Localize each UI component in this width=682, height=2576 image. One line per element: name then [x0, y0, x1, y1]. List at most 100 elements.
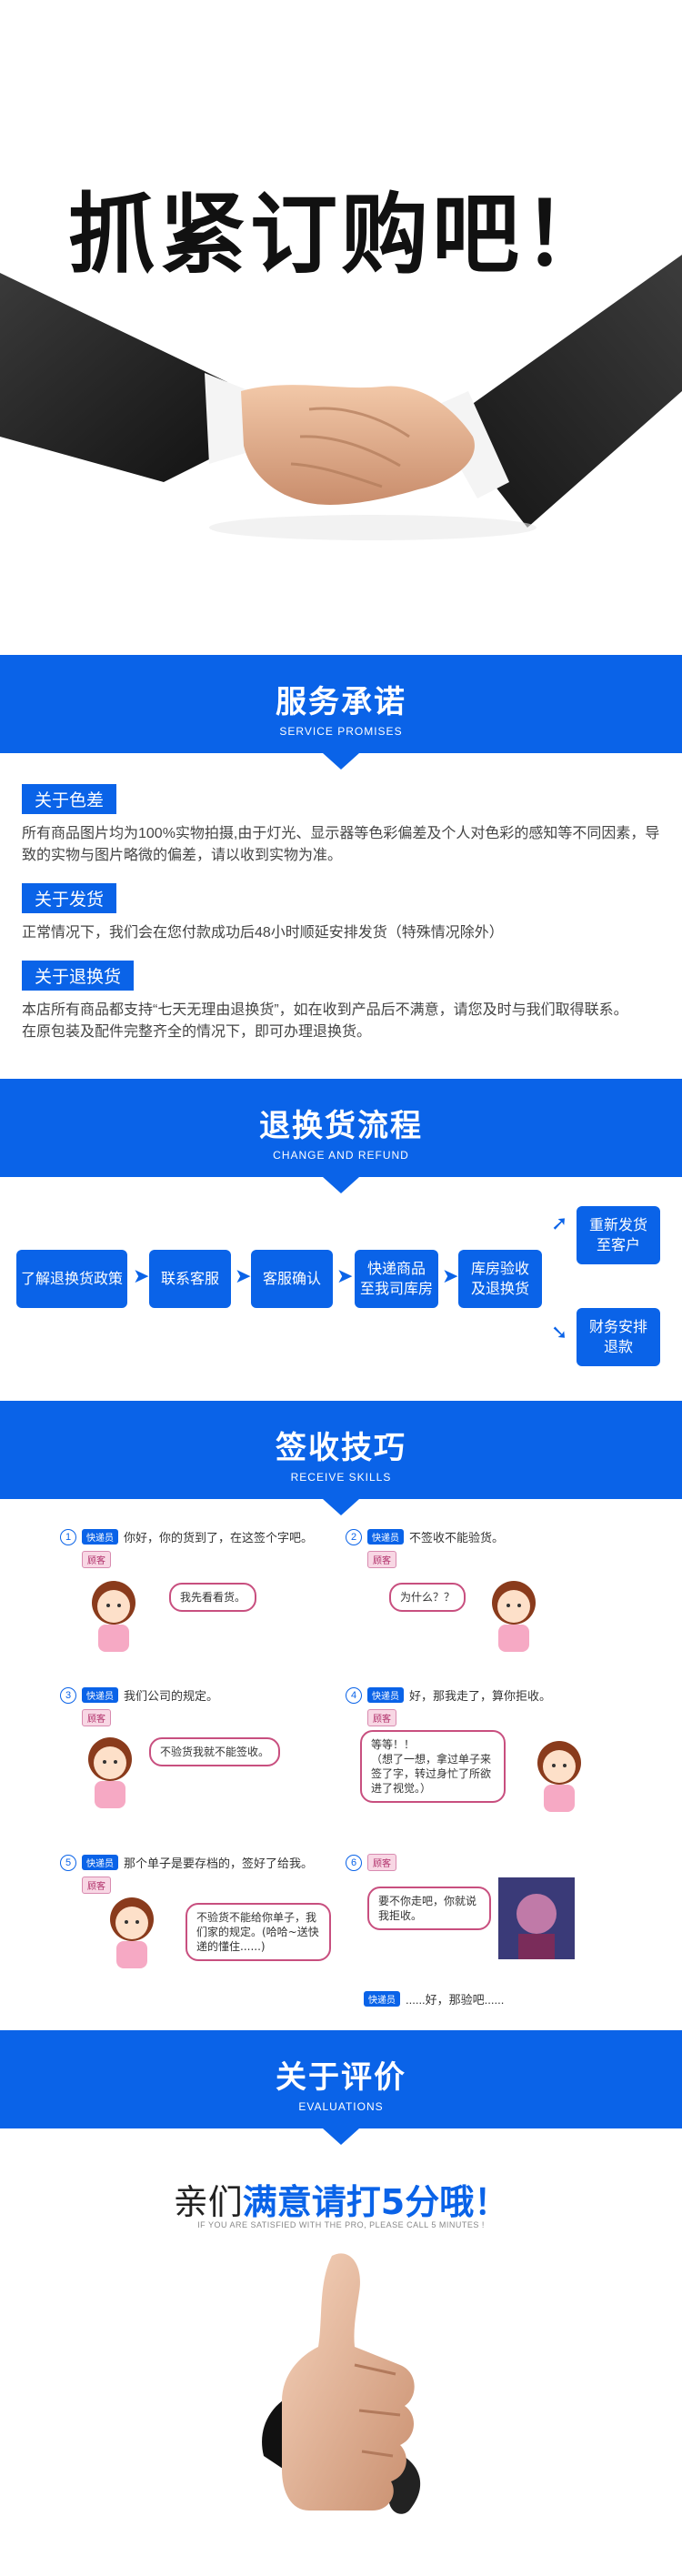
skill-line: 6 顾客	[346, 1854, 646, 1871]
girl-character-icon	[92, 1581, 135, 1652]
skill-line: 5 快递员 那个单子是要存档的，签好了给我。	[60, 1854, 360, 1871]
flow-step-ship-to-warehouse: 快递商品 至我司库房	[355, 1250, 438, 1308]
girl-character-icon	[88, 1737, 132, 1808]
girl-character-icon	[537, 1741, 581, 1812]
evaluation-message: 亲们满意请打5分哦！	[0, 2174, 682, 2224]
skill-panel-2: 2 快递员 不签收不能验货。 顾客	[346, 1528, 646, 1568]
speech-bubble: 要不你走吧，你就说我拒收。	[367, 1887, 491, 1930]
customer-tag: 顾客	[82, 1551, 111, 1568]
courier-dialog: 你好，你的货到了，在这签个字吧。	[124, 1531, 314, 1545]
arrow-right-icon: ➤	[336, 1264, 354, 1287]
courier-character-icon	[498, 1877, 575, 1959]
section-header-evaluation: 关于评价 EVALUATIONS	[0, 2030, 682, 2145]
section-title: 关于评价	[276, 2059, 406, 2096]
customer-tag: 顾客	[367, 1854, 396, 1871]
arrow-up-right-icon: ➚	[551, 1212, 568, 1234]
promise-item-return: 关于退换货 本店所有商品都支持“七天无理由退换货”，如在收到产品后不满意，请您及…	[0, 961, 682, 1043]
arrow-down-right-icon: ➘	[551, 1321, 568, 1343]
section-subtitle: CHANGE AND REFUND	[273, 1149, 409, 1162]
section-header-refund: 退换货流程 CHANGE AND REFUND	[0, 1079, 682, 1193]
step-number: 6	[346, 1854, 362, 1871]
speech-bubble: 我先看看货。	[169, 1583, 257, 1612]
girl-character-icon	[110, 1897, 154, 1968]
receive-skills-comic: 1 快递员 你好，你的货到了，在这签个字吧。 顾客 我先看看货。 2 快递员 不…	[0, 1492, 682, 2019]
section-title: 退换货流程	[259, 1108, 423, 1144]
evaluation-highlight: 满意请打5分哦！	[242, 2182, 509, 2222]
promise-item-color: 关于色差 所有商品图片均为100%实物拍摄,由于灯光、显示器等色彩偏差及个人对色…	[0, 784, 682, 867]
flow-outcome-refund: 财务安排 退款	[577, 1308, 660, 1366]
courier-dialog: 好，那我走了，算你拒收。	[409, 1689, 552, 1703]
promise-label: 关于退换货	[22, 961, 135, 991]
promise-text: 本店所有商品都支持“七天无理由退换货”，如在收到产品后不满意，请您及时与我们取得…	[22, 1002, 628, 1018]
step-number: 5	[60, 1854, 76, 1871]
courier-tag: 快递员	[367, 1687, 404, 1703]
customer-tag: 顾客	[367, 1551, 396, 1568]
customer-tag: 顾客	[367, 1709, 396, 1726]
speech-bubble: 不验货不能给你单子，我们家的规定。(哈哈~送快递的懂住......)	[186, 1903, 331, 1961]
section-subtitle: SERVICE PROMISES	[279, 725, 403, 738]
courier-tag: 快递员	[82, 1529, 118, 1545]
skill-panel-1: 1 快递员 你好，你的货到了，在这签个字吧。 顾客	[60, 1528, 360, 1568]
flow-step-learn-policy: 了解退换货政策	[16, 1250, 127, 1308]
promise-text: 所有商品图片均为100%实物拍摄,由于灯光、显示器等色彩偏差及个人对色彩的感知等…	[22, 826, 660, 863]
section-title: 签收技巧	[276, 1430, 406, 1466]
skill-line: 3 快递员 我们公司的规定。	[60, 1686, 360, 1704]
step-number: 1	[60, 1528, 76, 1545]
section-header-service: 服务承诺 SERVICE PROMISES	[0, 655, 682, 770]
promise-label: 关于色差	[22, 784, 117, 814]
handshake-image	[0, 255, 682, 540]
customer-tag: 顾客	[82, 1877, 111, 1894]
step-number: 4	[346, 1686, 362, 1704]
step-number: 3	[60, 1686, 76, 1704]
courier-tag: 快递员	[82, 1687, 118, 1703]
girl-character-icon	[492, 1581, 536, 1652]
flow-outcome-reship: 重新发货 至客户	[577, 1206, 660, 1264]
evaluation-prefix: 亲们	[173, 2182, 243, 2222]
skill-panel-6: 6 顾客	[346, 1854, 646, 1871]
step-number: 2	[346, 1528, 362, 1545]
promise-item-shipping: 关于发货 正常情况下，我们会在您付款成功后48小时顺延安排发货（特殊情况除外）	[0, 883, 682, 944]
refund-flow-diagram: 了解退换货政策 ➤ 联系客服 ➤ 客服确认 ➤ 快递商品 至我司库房 ➤ 库房验…	[0, 1193, 682, 1384]
courier-tag: 快递员	[82, 1855, 118, 1870]
courier-tag: 快递员	[364, 1991, 400, 2007]
arrow-right-icon: ➤	[235, 1264, 252, 1287]
courier-dialog: 我们公司的规定。	[124, 1689, 219, 1703]
skill-panel-3: 3 快递员 我们公司的规定。 顾客	[60, 1686, 360, 1726]
header-notch	[323, 753, 359, 770]
flow-step-inspect-return: 库房验收 及退换货	[458, 1250, 542, 1308]
section-subtitle: RECEIVE SKILLS	[290, 1471, 392, 1484]
speech-bubble: 等等！！ （想了一想，拿过单子来签了字，转过身忙了所欲进了视觉。）	[360, 1730, 506, 1803]
header-notch	[323, 2128, 359, 2145]
section-subtitle: EVALUATIONS	[298, 2100, 384, 2113]
promise-text-2: 在原包装及配件完整齐全的情况下，即可办理退换货。	[22, 1024, 372, 1040]
thumbs-up-icon	[262, 2253, 421, 2514]
skill-line: 2 快递员 不签收不能验货。	[346, 1528, 646, 1545]
section-header-receive: 签收技巧 RECEIVE SKILLS	[0, 1401, 682, 1515]
promise-text: 正常情况下，我们会在您付款成功后48小时顺延安排发货（特殊情况除外）	[22, 925, 504, 941]
courier-dialog: 不签收不能验货。	[409, 1531, 505, 1545]
customer-tag: 顾客	[82, 1709, 111, 1726]
arrow-right-icon: ➤	[133, 1264, 150, 1287]
arrow-right-icon: ➤	[442, 1264, 459, 1287]
speech-bubble: 为什么？？	[389, 1583, 466, 1612]
promise-label: 关于发货	[22, 883, 117, 913]
skill-line: 4 快递员 好，那我走了，算你拒收。	[346, 1686, 646, 1704]
skill-panel-4: 4 快递员 好，那我走了，算你拒收。 顾客	[346, 1686, 646, 1726]
courier-dialog: ......好，那验吧......	[406, 1993, 505, 2007]
promise-list: 关于色差 所有商品图片均为100%实物拍摄,由于灯光、显示器等色彩偏差及个人对色…	[0, 784, 682, 1060]
courier-dialog: 那个单子是要存档的，签好了给我。	[124, 1857, 314, 1870]
hero-banner: 抓紧订购吧！	[0, 0, 682, 655]
hero-title: 抓紧订购吧！	[68, 184, 614, 286]
header-notch	[323, 1177, 359, 1193]
evaluation-subtitle: IF YOU ARE SATISFIED WITH THE PRO, PLEAS…	[197, 2220, 485, 2229]
skill-panel-5: 5 快递员 那个单子是要存档的，签好了给我。 顾客	[60, 1854, 360, 1894]
speech-bubble: 不验货我就不能签收。	[149, 1737, 281, 1766]
header-notch	[323, 1499, 359, 1515]
courier-tag: 快递员	[367, 1529, 404, 1545]
flow-step-contact-service: 联系客服	[149, 1250, 231, 1308]
flow-step-service-confirm: 客服确认	[251, 1250, 333, 1308]
skill-line-6-courier: 快递员 ......好，那验吧......	[364, 1990, 504, 2007]
section-title: 服务承诺	[276, 684, 406, 720]
skill-line: 1 快递员 你好，你的货到了，在这签个字吧。	[60, 1528, 360, 1545]
